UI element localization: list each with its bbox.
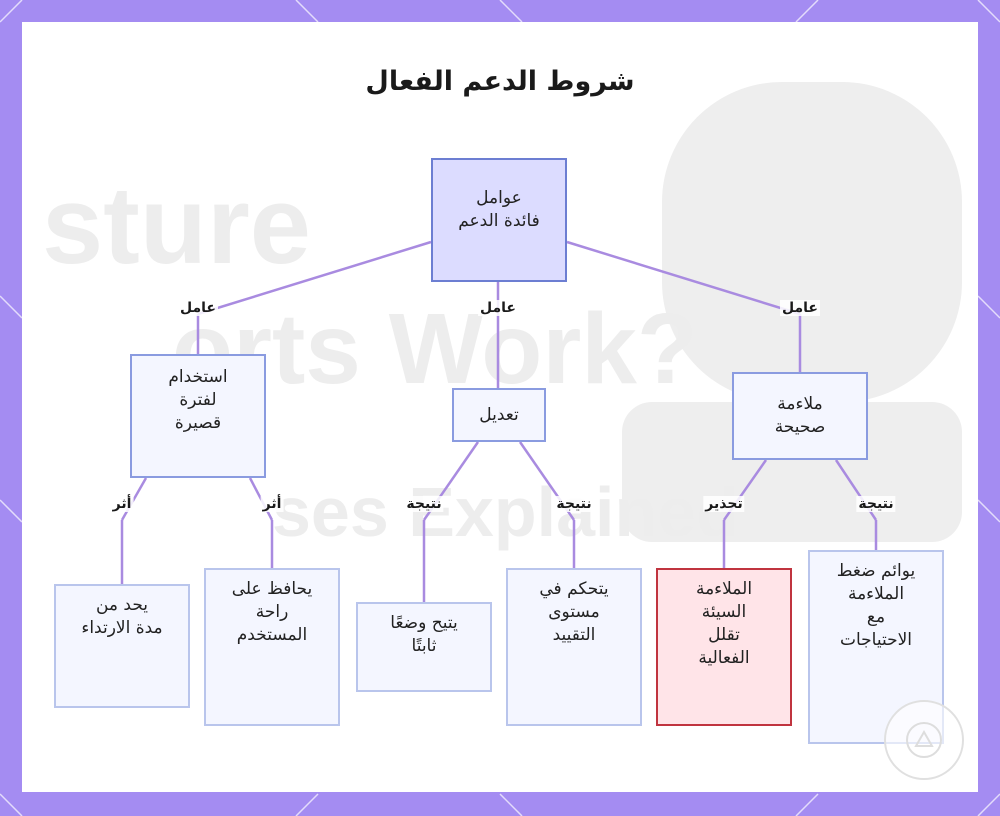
edge-root-fit	[567, 242, 800, 314]
node-adjustment: تعديل	[452, 388, 546, 442]
node-limits-duration: يحد من مدة الارتداء	[54, 584, 190, 708]
edge-label-result-fit: نتيجة	[856, 496, 895, 512]
edge-label-result-adjust-left: نتيجة	[404, 496, 443, 512]
edge-label-factor-left: عامل	[178, 300, 218, 316]
edge-label-result-adjust-right: نتيجة	[554, 496, 593, 512]
edge-root-short	[198, 242, 431, 314]
edge-label-effect-left: أثر	[111, 496, 134, 512]
node-poor-fit: الملاءمة السيئة تقلل الفعالية	[656, 568, 792, 726]
edge-label-factor-right: عامل	[780, 300, 820, 316]
node-short-term: استخدام لفترة قصيرة	[130, 354, 266, 478]
edge-label-warning-fit: تحذير	[703, 496, 744, 512]
node-stable-position: يتيح وضعًا ثابتًا	[356, 602, 492, 692]
node-root: عوامل فائدة الدعم	[431, 158, 567, 282]
node-proper-fit: ملاءمة صحيحة	[732, 372, 868, 460]
node-user-comfort: يحافظ على راحة المستخدم	[204, 568, 340, 726]
edge-label-effect-right: أثر	[261, 496, 284, 512]
watermark-logo-icon	[884, 700, 964, 780]
edge-label-factor-center: عامل	[478, 300, 518, 316]
node-controls-restriction: يتحكم في مستوى التقييد	[506, 568, 642, 726]
